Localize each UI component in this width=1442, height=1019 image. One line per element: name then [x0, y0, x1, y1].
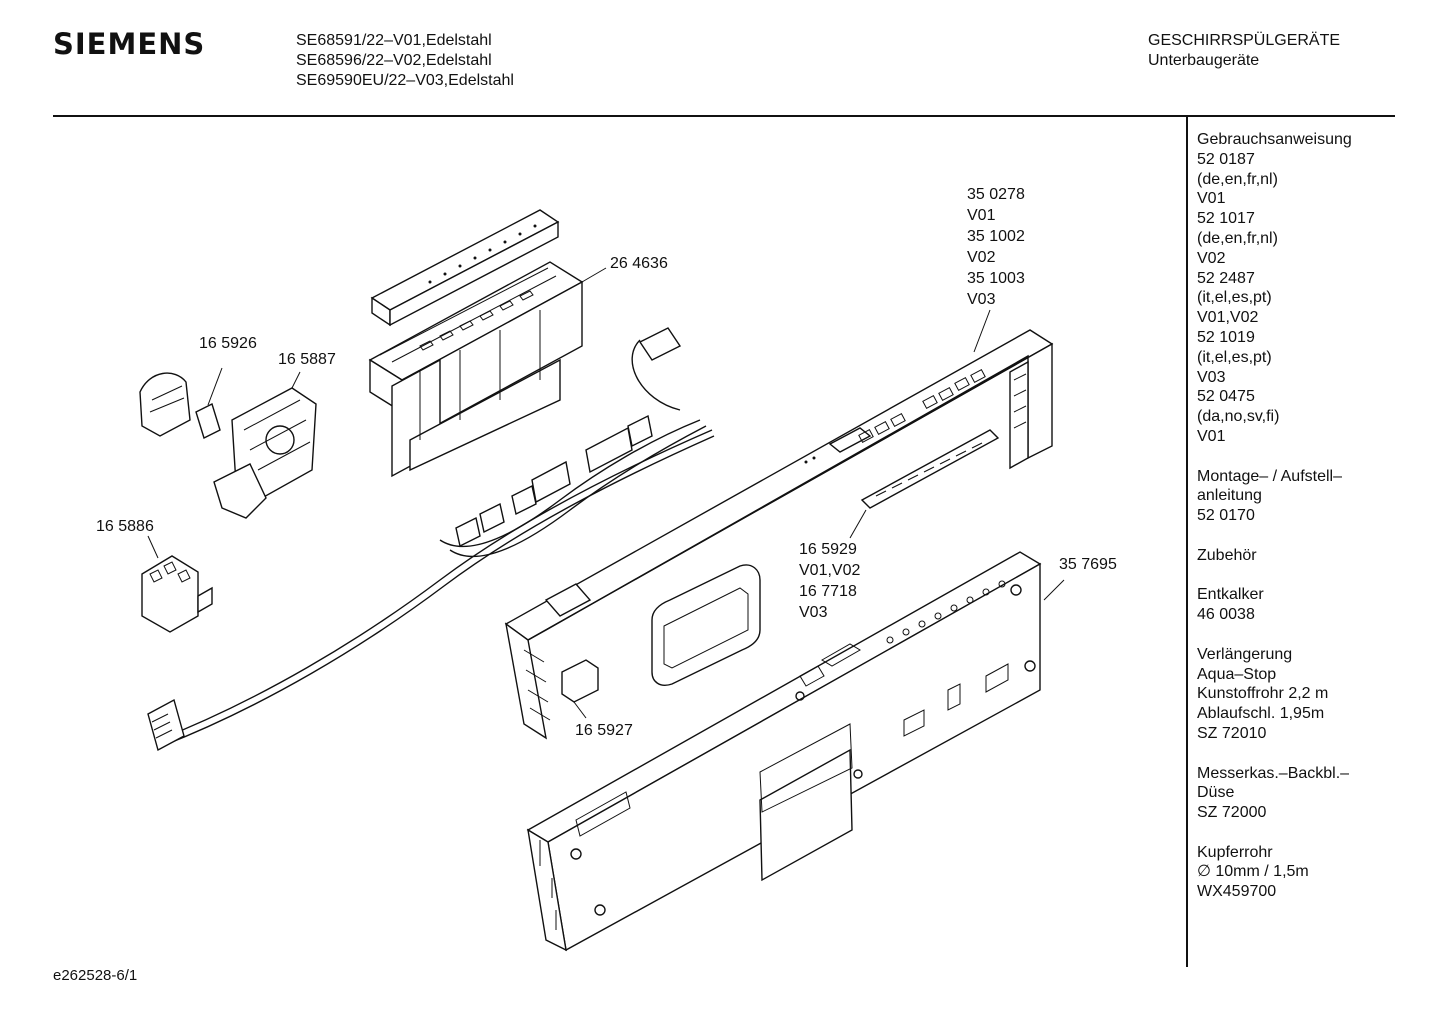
label-165926: 16 5926: [199, 335, 257, 352]
sidebar-line: 52 1019: [1197, 328, 1255, 346]
model-list: SE68591/22–V01,Edelstahl SE68596/22–V02,…: [296, 31, 514, 91]
label-165929: 16 5929 V01,V02 16 7718 V03: [799, 539, 860, 623]
group-installation: Montage– / Aufstell– anleitung 52 0170: [1197, 467, 1397, 526]
label-line: V01,V02: [799, 562, 861, 579]
sidebar-line: Kunstoffrohr 2,2 m: [1197, 685, 1329, 703]
label-line: V03: [799, 604, 828, 621]
sidebar-line: Kupferrohr: [1197, 843, 1273, 861]
part-control-panel-350278: [504, 309, 1054, 740]
category-title: GESCHIRRSPÜLGERÄTE: [1148, 32, 1341, 49]
part-165927: [561, 659, 599, 719]
model-line: SE68596/22–V02,Edelstahl: [296, 52, 492, 69]
sidebar-line: ∅ 10mm / 1,5m: [1197, 863, 1309, 881]
part-wiring-harness: [147, 327, 715, 752]
sidebar-line: V01: [1197, 190, 1226, 208]
part-switch-165886: [141, 535, 213, 633]
sidebar-line: (de,en,fr,nl): [1197, 170, 1278, 188]
group-accessories: Zubehör: [1197, 546, 1397, 566]
sidebar-line: V01,V02: [1197, 309, 1259, 327]
group-instructions: Gebrauchsanweisung 52 0187 (de,en,fr,nl)…: [1197, 130, 1397, 447]
sidebar-parts-list: Gebrauchsanweisung 52 0187 (de,en,fr,nl)…: [1197, 130, 1397, 922]
part-valve-165887: [213, 371, 317, 519]
model-line: SE69590EU/22–V03,Edelstahl: [296, 72, 514, 89]
sidebar-line: Verlängerung: [1197, 645, 1293, 663]
sidebar-line: anleitung: [1197, 487, 1262, 505]
sidebar-line: Entkalker: [1197, 586, 1264, 604]
exploded-parts-diagram: [139, 209, 1065, 952]
sidebar-line: Aqua–Stop: [1197, 665, 1277, 683]
sidebar-line: 52 0170: [1197, 507, 1255, 525]
sidebar-line: 52 1017: [1197, 210, 1255, 228]
sidebar-line: V02: [1197, 249, 1226, 267]
label-line: 35 1002: [967, 228, 1025, 245]
sidebar-line: (de,en,fr,nl): [1197, 229, 1278, 247]
sidebar-line: SZ 72000: [1197, 804, 1267, 822]
sidebar-line: 52 2487: [1197, 269, 1255, 287]
label-line: 35 1003: [967, 270, 1025, 287]
drawing-code: e262528-6/1: [53, 967, 138, 984]
part-led-bar: [370, 209, 560, 327]
sidebar-line: (da,no,sv,fi): [1197, 408, 1280, 426]
sidebar-line: V03: [1197, 368, 1226, 386]
sidebar-line: 52 0475: [1197, 388, 1255, 406]
header-divider: [53, 115, 1395, 117]
sidebar-line: Ablaufschl. 1,95m: [1197, 705, 1325, 723]
group-cutlery-nozzle: Messerkas.–Backbl.– Düse SZ 72000: [1197, 764, 1397, 823]
label-264636: 26 4636: [610, 255, 668, 272]
sidebar-line: WX459700: [1197, 883, 1277, 901]
label-line: V03: [967, 291, 996, 308]
brand-logo: SIEMENS: [53, 27, 206, 61]
sidebar-divider: [1186, 117, 1188, 967]
sidebar-line: (it,el,es,pt): [1197, 348, 1272, 366]
sidebar-line: V01: [1197, 427, 1226, 445]
model-line: SE68591/22–V01,Edelstahl: [296, 32, 492, 49]
group-copper-pipe: Kupferrohr ∅ 10mm / 1,5m WX459700: [1197, 843, 1397, 902]
category-subtitle: Unterbaugeräte: [1148, 52, 1260, 69]
label-165886: 16 5886: [96, 518, 154, 535]
group-extension: Verlängerung Aqua–Stop Kunstoffrohr 2,2 …: [1197, 645, 1397, 744]
group-descaler: Entkalker 46 0038: [1197, 585, 1397, 625]
sidebar-line: Messerkas.–Backbl.–: [1197, 764, 1350, 782]
sidebar-line: Gebrauchsanweisung: [1197, 131, 1352, 148]
sidebar-line: (it,el,es,pt): [1197, 289, 1272, 307]
sidebar-line: Zubehör: [1197, 546, 1257, 564]
part-inner-panel-357695: [526, 551, 1065, 952]
label-165927: 16 5927: [575, 722, 633, 739]
sidebar-line: 52 0187: [1197, 150, 1255, 168]
part-cover-165926: [139, 367, 223, 439]
sidebar-line: Montage– / Aufstell–: [1197, 467, 1342, 485]
label-357695: 35 7695: [1059, 556, 1117, 573]
part-handle: [651, 564, 761, 686]
label-line: 16 5929: [799, 541, 857, 558]
label-350278: 35 0278 V01 35 1002 V02 35 1003 V03: [967, 184, 1025, 310]
part-control-module: [368, 261, 607, 478]
sidebar-line: 46 0038: [1197, 606, 1255, 624]
label-line: 16 7718: [799, 583, 857, 600]
part-button-strip-165929: [849, 429, 1000, 539]
label-line: V01: [967, 207, 996, 224]
label-line: V02: [967, 249, 996, 266]
sidebar-line: Düse: [1197, 784, 1235, 802]
label-165887: 16 5887: [278, 351, 336, 368]
category: GESCHIRRSPÜLGERÄTE Unterbaugeräte: [1148, 31, 1340, 71]
label-line: 35 0278: [967, 186, 1025, 203]
sidebar-line: SZ 72010: [1197, 724, 1267, 742]
